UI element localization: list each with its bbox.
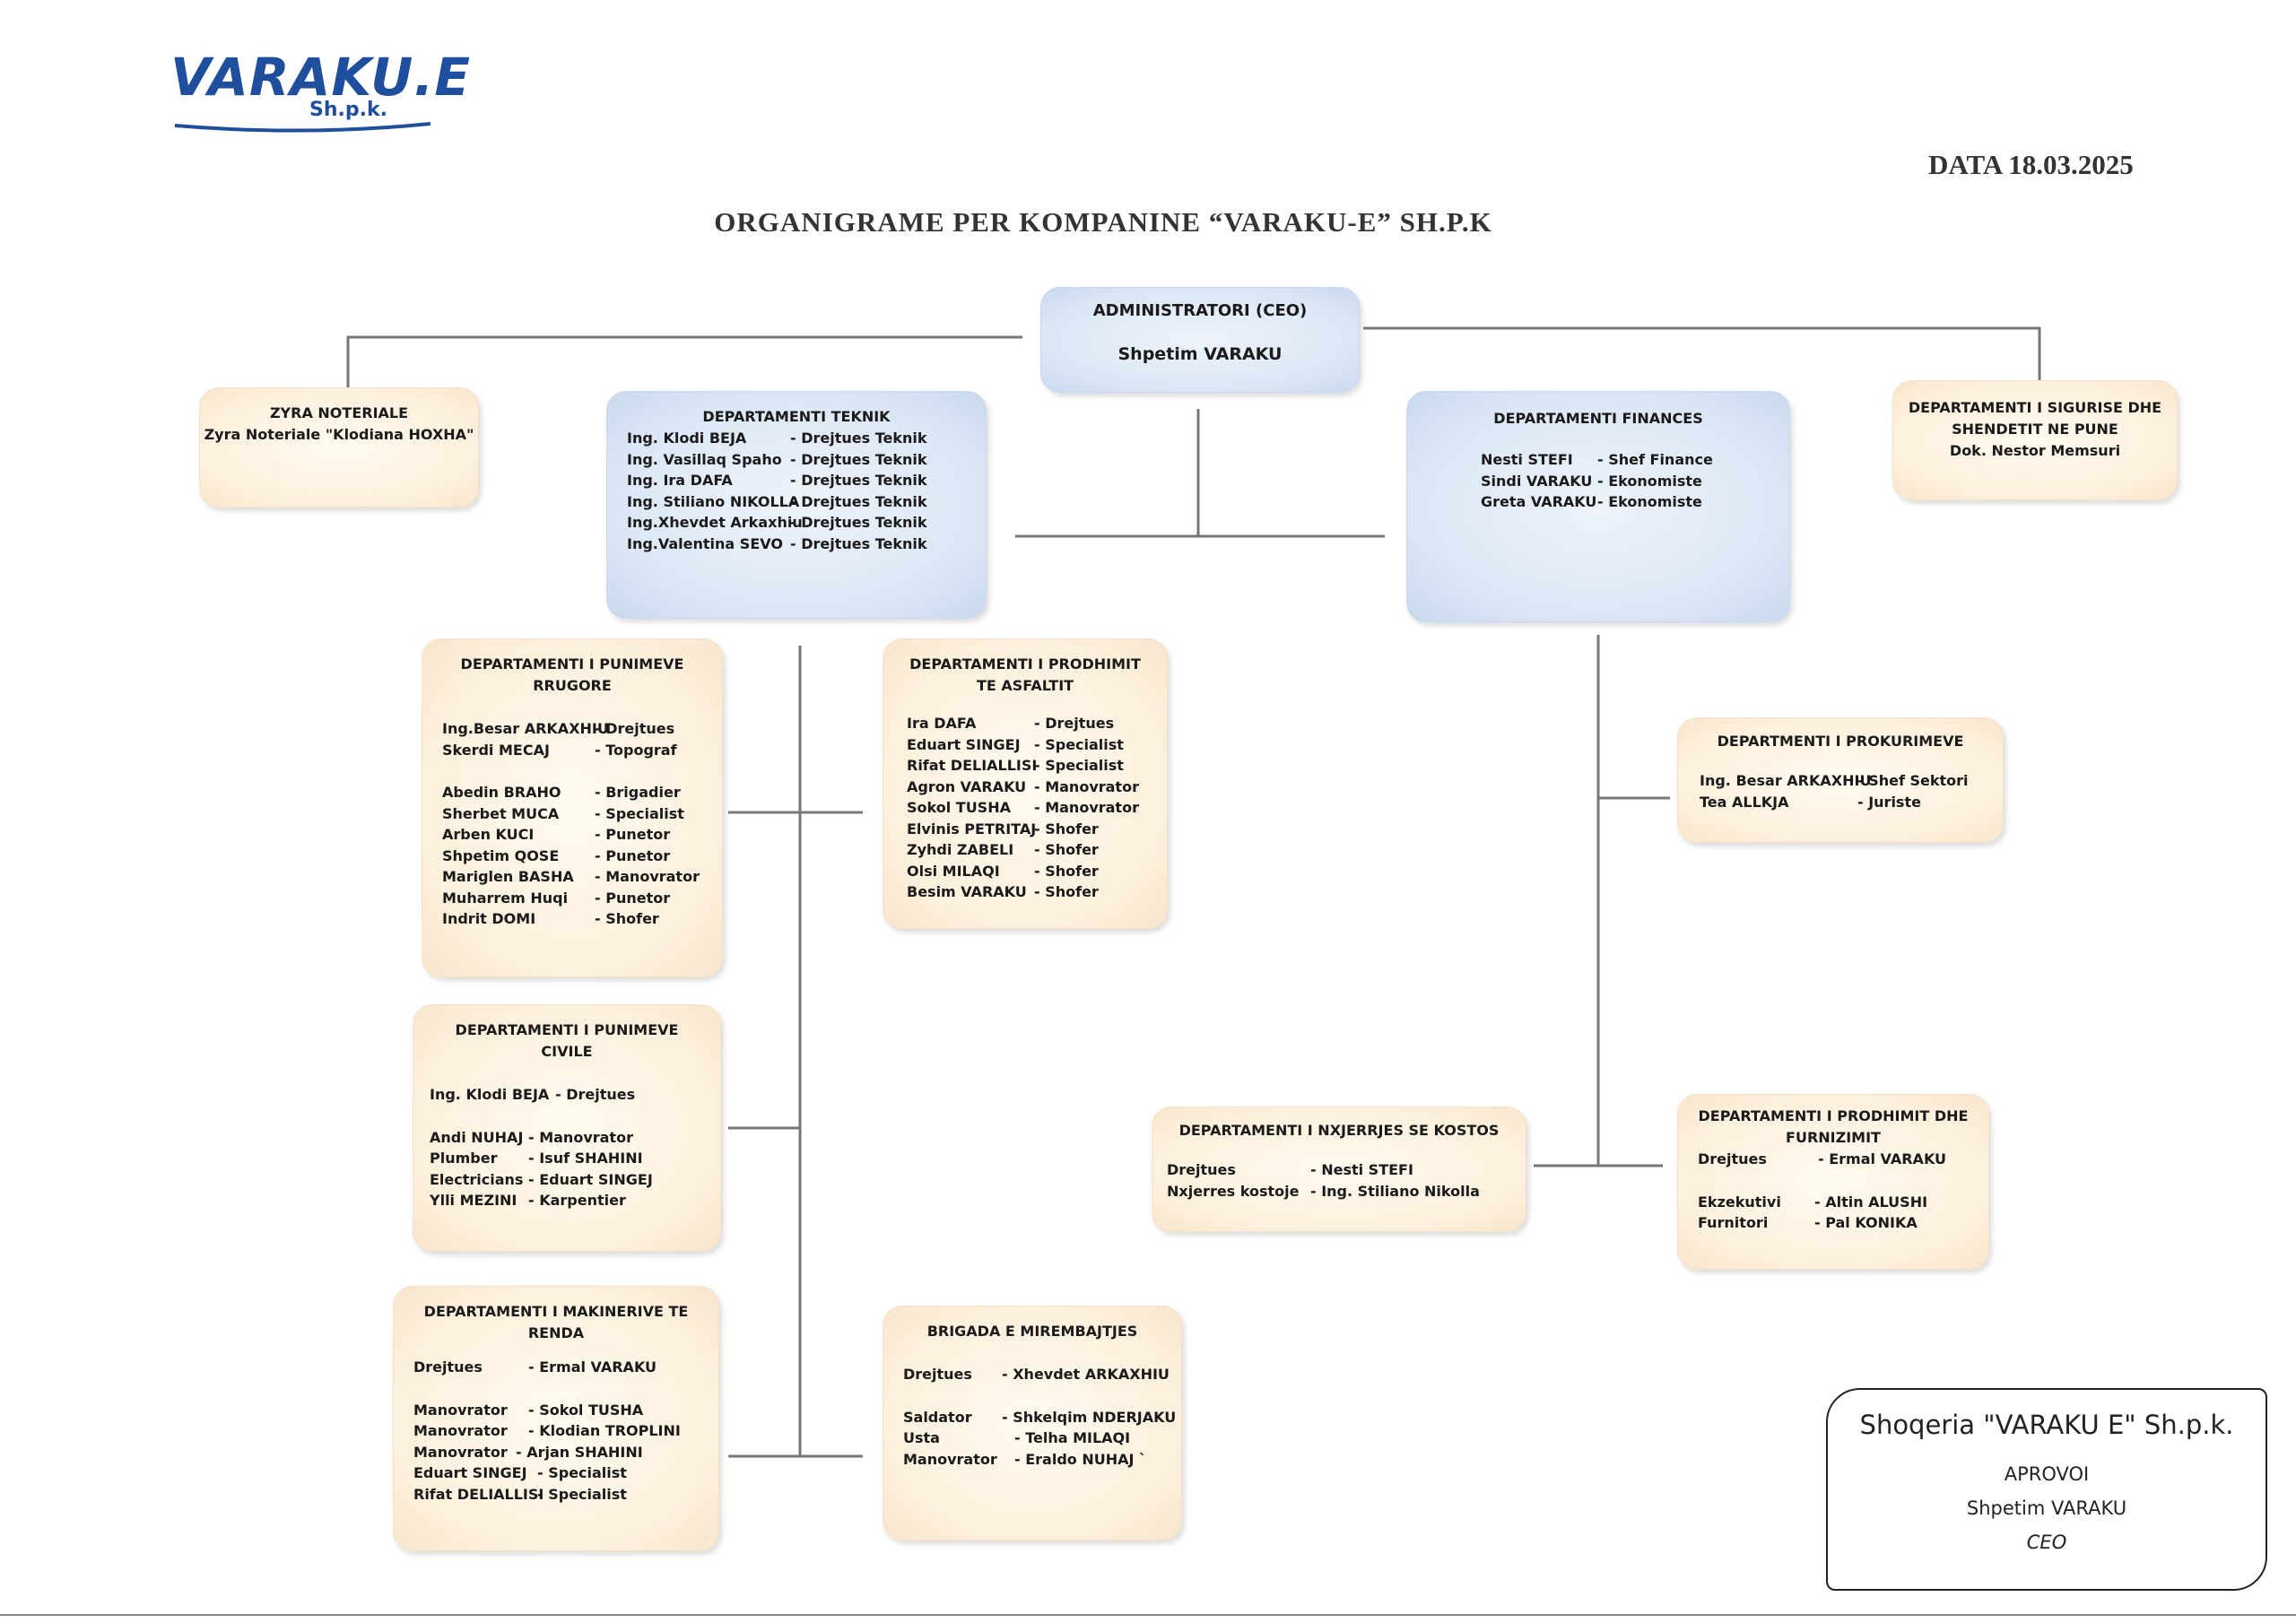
procurement-title: DEPARTMENTI I PROKURIMEVE (1717, 733, 1964, 750)
page-title: ORGANIGRAME PER KOMPANINE “VARAKU-E” SH.… (714, 206, 1492, 238)
roads-row: Ing.Besar ARKAXHIU- Drejtues (442, 720, 675, 737)
maintenance-row: Usta- Telha MILAQI (903, 1429, 1131, 1446)
safety-title-1: DEPARTAMENTI I SIGURISE DHE (1908, 399, 2162, 416)
machinery-row: Eduart SINGEJ- Specialist (413, 1464, 627, 1481)
stamp-name: Shpetim VARAKU (1966, 1497, 2127, 1519)
machinery-row: Manovrator- Klodian TROPLINI (413, 1422, 681, 1439)
ceo-name: Shpetim VARAKU (1118, 344, 1283, 364)
roads-row: Muharrem Huqi- Punetor (442, 889, 671, 907)
cost-row: Nxjerres kostoje- Ing. Stiliano Nikolla (1167, 1182, 1480, 1200)
supply-row: Drejtues- Ermal VARAKU (1698, 1150, 1947, 1167)
cost-row: Drejtues- Nesti STEFI (1167, 1161, 1413, 1178)
safety-box: DEPARTAMENTI I SIGURISE DHE SHENDETIT NE… (1892, 380, 2178, 500)
ceo-box: ADMINISTRATORI (CEO) Shpetim VARAKU (1040, 287, 1360, 393)
asphalt-department-box: DEPARTAMENTI I PRODHIMIT TE ASFALTIT Ira… (883, 638, 1168, 929)
asphalt-row: Rifat DELIALLISI- Specialist (907, 757, 1124, 774)
finance-row: Sindi VARAKU- Ekonomiste (1481, 472, 1702, 490)
supply-title-2: FURNIZIMIT (1786, 1129, 1881, 1146)
asphalt-row: Ira DAFA- Drejtues (907, 715, 1115, 732)
civil-row: Ylli MEZINI- Karpentier (430, 1192, 626, 1209)
asphalt-row: Eduart SINGEJ- Specialist (907, 735, 1124, 753)
asphalt-row: Elvinis PETRITAJ- Shofer (907, 820, 1099, 838)
technical-row: Ing. Vasillaq Spaho- Drejtues Teknik (627, 450, 927, 468)
asphalt-row: Besim VARAKU- Shofer (907, 883, 1099, 900)
technical-row: Ing.Valentina SEVO- Drejtues Teknik (627, 534, 927, 552)
civil-row: Andi NUHAJ- Manovrator (430, 1128, 633, 1146)
civil-row: Electricians- Eduart SINGEJ (430, 1170, 653, 1188)
roads-row: Shpetim QOSE- Punetor (442, 846, 671, 864)
roads-row: Sherbet MUCA- Specialist (442, 804, 684, 822)
noterial-box: ZYRA NOTERIALE Zyra Noteriale "Klodiana … (199, 387, 479, 508)
supply-title-1: DEPARTAMENTI I PRODHIMIT DHE (1698, 1107, 1969, 1124)
machinery-department-box: DEPARTAMENTI I MAKINERIVE TE RENDA Drejt… (393, 1286, 719, 1551)
machinery-row: Manovrator- Sokol TUSHA (413, 1401, 644, 1419)
finance-title: DEPARTAMENTI FINANCES (1493, 410, 1703, 427)
machinery-row: Drejtues- Ermal VARAKU (413, 1358, 657, 1376)
cost-department-box: DEPARTAMENTI I NXJERRJES SE KOSTOS Drejt… (1152, 1107, 1526, 1232)
supply-row: Ekzekutivi- Altin ALUSHI (1698, 1193, 1928, 1211)
company-logo: VARAKU.E Sh.p.k. (170, 47, 470, 136)
finance-row: Greta VARAKU- Ekonomiste (1481, 493, 1702, 510)
finance-department-box: DEPARTAMENTI FINANCES Nesti STEFI- Shef … (1406, 391, 1790, 622)
noterial-line: Zyra Noteriale "Klodiana HOXHA" (204, 426, 474, 443)
safety-line: Dok. Nestor Memsuri (1949, 442, 2121, 459)
roads-department-box: DEPARTAMENTI I PUNIMEVE RRUGORE Ing.Besa… (422, 638, 723, 977)
stamp-approved: APROVOI (2004, 1463, 2090, 1485)
civil-row: Plumber- Isuf SHAHINI (430, 1150, 643, 1167)
roads-row: Skerdi MECAJ- Topograf (442, 741, 677, 759)
procurement-row: Ing. Besar ARKAXHIU- Shef Sektori (1700, 772, 1969, 789)
machinery-title-1: DEPARTAMENTI I MAKINERIVE TE (423, 1303, 689, 1320)
civil-row: Ing. Klodi BEJA- Drejtues (430, 1086, 636, 1103)
asphalt-title-1: DEPARTAMENTI I PRODHIMIT (909, 655, 1141, 673)
asphalt-row: Zyhdi ZABELI- Shofer (907, 841, 1099, 858)
logo-swoosh-icon (174, 122, 431, 133)
technical-department-box: DEPARTAMENTI TEKNIK Ing. Klodi BEJA- Dre… (606, 391, 987, 619)
maintenance-row: Manovrator- Eraldo NUHAJ ` (903, 1450, 1147, 1468)
maintenance-brigade-box: BRIGADA E MIREMBAJTJES Drejtues- Xhevdet… (883, 1306, 1182, 1541)
procurement-row: Tea ALLKJA- Juriste (1700, 793, 1921, 811)
roads-title-1: DEPARTAMENTI I PUNIMEVE (460, 655, 684, 673)
technical-row: Ing. Klodi BEJA- Drejtues Teknik (627, 430, 927, 447)
line-ceo-safety (1363, 326, 2041, 380)
stamp-role: CEO (2026, 1532, 2067, 1553)
document-date: DATA 18.03.2025 (1928, 149, 2134, 180)
maintenance-title: BRIGADA E MIREMBAJTJES (926, 1323, 1138, 1340)
line-ceo-noterial (346, 335, 1022, 389)
asphalt-row: Olsi MILAQI- Shofer (907, 862, 1099, 880)
approval-stamp: Shoqeria "VARAKU E" Sh.p.k. APROVOI Shpe… (1826, 1388, 2267, 1591)
ceo-title: ADMINISTRATORI (CEO) (1092, 301, 1308, 320)
maintenance-row: Drejtues- Xhevdet ARKAXHIU (903, 1366, 1170, 1383)
stamp-company: Shoqeria "VARAKU E" Sh.p.k. (1859, 1410, 2234, 1440)
technical-row: Ing.Xhevdet Arkaxhiu- Drejtues Teknik (627, 514, 927, 531)
asphalt-row: Sokol TUSHA- Manovrator (907, 799, 1139, 816)
technical-row: Ing. Ira DAFA- Drejtues Teknik (627, 472, 927, 489)
machinery-row: Manovrator- Arjan SHAHINI (413, 1443, 643, 1461)
supply-department-box: DEPARTAMENTI I PRODHIMIT DHE FURNIZIMIT … (1677, 1094, 1989, 1270)
roads-row: Abedin BRAHO- Brigadier (442, 784, 681, 801)
technical-row: Ing. Stiliano NIKOLLA- Drejtues Teknik (627, 492, 927, 510)
asphalt-row: Agron VARAKU- Manovrator (907, 777, 1139, 795)
roads-title-2: RRUGORE (533, 677, 612, 694)
civil-title: DEPARTAMENTI I PUNIMEVE CIVILE (455, 1021, 679, 1060)
bottom-divider (0, 1614, 2296, 1616)
procurement-department-box: DEPARTMENTI I PROKURIMEVE Ing. Besar ARK… (1677, 717, 2004, 843)
safety-title-2: SHENDETIT NE PUNE (1952, 421, 2118, 438)
roads-row: Indrit DOMI- Shofer (442, 910, 659, 927)
machinery-row: Rifat DELIALLISI- Specialist (413, 1485, 627, 1503)
noterial-title: ZYRA NOTERIALE (269, 404, 409, 421)
logo-subtext: Sh.p.k. (309, 99, 387, 121)
machinery-title-2: RENDA (527, 1324, 585, 1341)
finance-row: Nesti STEFI- Shef Finance (1481, 451, 1713, 468)
cost-title: DEPARTAMENTI I NXJERRJES SE KOSTOS (1178, 1122, 1500, 1139)
civil-department-box: DEPARTAMENTI I PUNIMEVE CIVILE Ing. Klod… (413, 1004, 721, 1252)
logo-text: VARAKU.E (170, 47, 472, 108)
maintenance-row: Saldator- Shkelqim NDERJAKU (903, 1408, 1177, 1426)
technical-title: DEPARTAMENTI TEKNIK (702, 408, 891, 425)
roads-row: Arben KUCI- Punetor (442, 826, 671, 843)
asphalt-title-2: TE ASFALTIT (976, 677, 1074, 694)
supply-row: Furnitori- Pal KONIKA (1698, 1214, 1918, 1231)
roads-row: Mariglen BASHA- Manovrator (442, 868, 700, 885)
